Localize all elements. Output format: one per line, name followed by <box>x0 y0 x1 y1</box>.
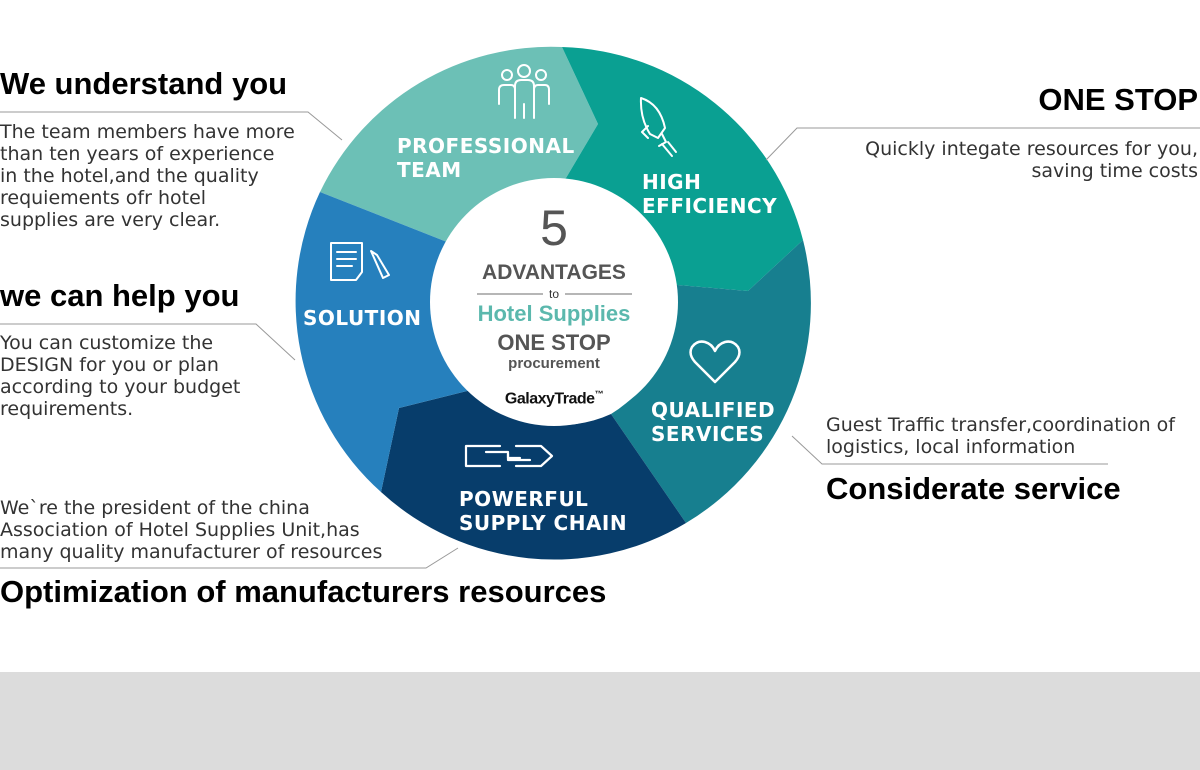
segment-label-high-efficiency: HIGH EFFICIENCY <box>642 170 778 218</box>
heading-one-stop: ONE STOP <box>1038 82 1198 117</box>
segment-label-professional-team: PROFESSIONAL TEAM <box>397 134 575 182</box>
bottom-gray-band <box>0 672 1200 770</box>
segment-label-solution: SOLUTION <box>303 306 422 330</box>
brand-logo: GalaxyTrade™ <box>474 390 634 407</box>
rocket-icon <box>639 97 677 157</box>
document-pen-icon <box>330 242 390 281</box>
segment-label-powerful-supply-chain: POWERFUL SUPPLY CHAIN <box>459 487 628 535</box>
center-circle <box>430 178 678 426</box>
heading-considerate-service: Considerate service <box>826 471 1121 506</box>
segment-high-efficiency <box>537 47 803 291</box>
connector-optimization <box>0 547 459 569</box>
trademark-symbol: ™ <box>594 389 604 399</box>
center-hotel-supplies: Hotel Supplies <box>477 301 631 326</box>
center-one-stop: ONE STOP <box>497 330 611 355</box>
connector-one-stop <box>765 127 1200 161</box>
desc-we-understand-you: The team members have more than ten year… <box>0 121 295 231</box>
chain-link-icon <box>464 444 554 468</box>
heading-we-understand-you: We understand you <box>0 66 288 101</box>
center-number: 5 <box>540 200 568 256</box>
segment-qualified-services <box>611 240 811 523</box>
desc-one-stop: Quickly integate resources for you, savi… <box>865 138 1198 182</box>
heart-icon <box>689 340 741 384</box>
heading-optimization: Optimization of manufacturers resources <box>0 574 607 609</box>
team-icon <box>498 64 550 119</box>
desc-we-can-help-you: You can customize the DESIGN for you or … <box>0 332 241 420</box>
connector-considerate <box>791 435 1108 465</box>
heading-we-can-help-you: we can help you <box>0 278 240 313</box>
center-advantages: ADVANTAGES <box>482 261 626 284</box>
connector-we-understand <box>0 111 343 141</box>
center-to: to <box>548 287 559 301</box>
desc-considerate-service: Guest Traffic transfer,coordination of l… <box>826 414 1175 458</box>
segment-label-qualified-services: QUALIFIED SERVICES <box>651 398 776 446</box>
segment-powerful-supply-chain <box>381 389 686 560</box>
desc-optimization: We`re the president of the china Associa… <box>0 497 383 563</box>
brand-name: GalaxyTrade <box>504 390 595 408</box>
center-procurement: procurement <box>508 355 600 372</box>
connector-we-can-help <box>0 323 296 361</box>
